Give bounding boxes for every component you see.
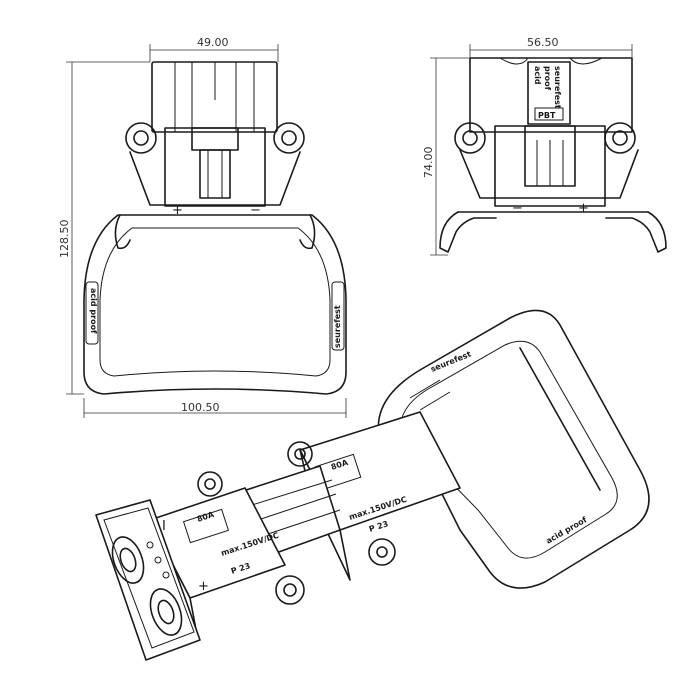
side-minus-label: − xyxy=(512,201,523,216)
side-dim-height: 74.00 xyxy=(422,147,435,179)
iso-back-ip: P 23 xyxy=(368,519,390,534)
front-minus-label: − xyxy=(250,203,261,218)
front-handle-label-right: seurefest xyxy=(333,305,342,348)
side-plus-label: + xyxy=(578,201,589,216)
front-dim-height: 128.50 xyxy=(58,220,71,259)
front-dim-handle-width: 100.50 xyxy=(181,401,220,414)
iso-plus-label: + xyxy=(198,579,209,594)
side-tab-text-3: seurefest xyxy=(553,66,562,109)
side-tab-code: PBT xyxy=(538,111,556,120)
side-tab-text-2: proof xyxy=(543,66,552,91)
front-plus-label: + xyxy=(172,203,183,218)
front-handle-label-left: acid proof xyxy=(89,288,98,334)
front-view: + − acid proof seurefest 49.00 128.50 10… xyxy=(58,36,347,418)
side-view: acid proof seurefest PBT − + 56.50 74.00 xyxy=(422,36,667,256)
front-dim-width: 49.00 xyxy=(197,36,229,49)
side-dim-width: 56.50 xyxy=(527,36,559,49)
isometric-view: seurefest acid proof 80A max.150V/DC P 2… xyxy=(95,309,650,661)
side-tab-text-1: acid xyxy=(533,66,542,85)
iso-minus-label: I xyxy=(162,519,166,534)
